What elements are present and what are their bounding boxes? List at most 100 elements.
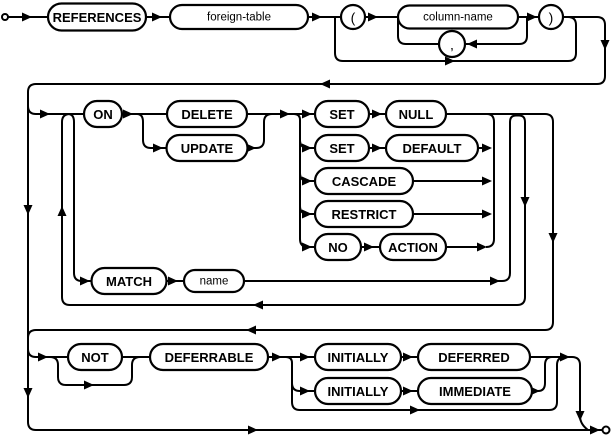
- connector-line: [485, 113, 495, 248]
- arrowhead-icon: [403, 352, 413, 362]
- connector-line: [70, 114, 526, 306]
- null-label: NULL: [399, 107, 434, 122]
- set-1-oval: [313, 99, 371, 129]
- name-oval: [182, 268, 246, 294]
- not-label: NOT: [81, 350, 109, 365]
- node-close-paren: ): [537, 3, 565, 31]
- match-label: MATCH: [106, 274, 152, 289]
- deferred-oval: [416, 342, 532, 372]
- arrowhead-icon: [490, 276, 500, 286]
- arrowhead-icon: [272, 352, 282, 362]
- node-set-1: SET: [313, 99, 371, 129]
- arrowhead-icon: [372, 143, 382, 153]
- references-oval: [46, 2, 148, 32]
- arrowhead-icon: [246, 325, 256, 335]
- null-oval: [384, 99, 448, 129]
- arrowhead-icon: [23, 388, 33, 398]
- node-not: NOT: [66, 342, 124, 372]
- arrowhead-icon: [467, 39, 477, 49]
- node-column-name: column-name: [396, 4, 520, 30]
- end-terminal-dot: [601, 425, 611, 435]
- open-paren-circle: [339, 3, 367, 31]
- connector-line: [285, 356, 566, 411]
- arrowhead-icon: [410, 405, 420, 415]
- arrowhead-icon: [302, 109, 312, 119]
- arrowhead-icon: [168, 276, 178, 286]
- cascade-oval: [313, 166, 415, 196]
- initially-1-label: INITIALLY: [328, 350, 389, 365]
- column-name-label: column-name: [423, 12, 493, 24]
- foreign-table-label: foreign-table: [207, 12, 271, 24]
- arrowhead-icon: [246, 143, 256, 153]
- default-oval: [384, 133, 480, 163]
- arrowhead-icon: [548, 233, 558, 243]
- cascade-label: CASCADE: [332, 174, 397, 189]
- restrict-label: RESTRICT: [332, 207, 397, 222]
- arrowhead-icon: [575, 411, 585, 421]
- arrowhead-icon: [253, 300, 263, 310]
- connector-line: [530, 356, 589, 431]
- deferrable-label: DEFERRABLE: [165, 350, 254, 365]
- close-paren-label: ): [549, 10, 554, 26]
- arrowhead-icon: [527, 12, 537, 22]
- node-delete: DELETE: [165, 99, 249, 129]
- arrowhead-icon: [23, 205, 33, 215]
- node-action: ACTION: [378, 232, 448, 262]
- connector-line: [49, 356, 141, 386]
- on-oval: [82, 99, 124, 129]
- arrowhead-icon: [372, 109, 382, 119]
- set-1-label: SET: [329, 107, 354, 122]
- arrowhead-icon: [153, 143, 163, 153]
- immediate-label: IMMEDIATE: [439, 384, 511, 399]
- arrowhead-icon: [320, 79, 330, 89]
- start-terminal-dot: [1, 13, 9, 21]
- update-oval: [165, 133, 249, 163]
- arrowhead-icon: [482, 176, 492, 186]
- node-comma: ,: [437, 29, 467, 59]
- arrowhead-icon: [40, 109, 50, 119]
- foreign-table-oval: [168, 3, 310, 31]
- node-match: MATCH: [90, 266, 168, 296]
- node-initially-1: INITIALLY: [313, 342, 403, 372]
- initially-1-oval: [313, 342, 403, 372]
- arrowhead-icon: [38, 352, 48, 362]
- node-references: REFERENCES: [46, 2, 148, 32]
- arrowhead-icon: [300, 352, 310, 362]
- node-null: NULL: [384, 99, 448, 129]
- initially-2-oval: [313, 376, 403, 406]
- node-start-terminal: [1, 13, 9, 21]
- connector-line: [67, 113, 92, 282]
- arrowhead-icon: [445, 56, 455, 66]
- arrowhead-icon: [368, 12, 378, 22]
- flow-arrowheads: [22, 12, 610, 435]
- node-immediate: IMMEDIATE: [416, 376, 534, 406]
- node-on: ON: [82, 99, 124, 129]
- default-label: DEFAULT: [403, 141, 462, 156]
- restrict-oval: [313, 199, 415, 229]
- delete-oval: [165, 99, 249, 129]
- node-set-2: SET: [313, 133, 371, 163]
- node-deferrable: DEFERRABLE: [148, 342, 270, 372]
- arrowhead-icon: [482, 209, 492, 219]
- close-paren-circle: [537, 3, 565, 31]
- arrowhead-icon: [302, 209, 312, 219]
- no-oval: [313, 232, 363, 262]
- arrowhead-icon: [312, 12, 322, 22]
- arrowhead-icon: [477, 242, 487, 252]
- arrowhead-icon: [248, 425, 258, 435]
- node-cascade: CASCADE: [313, 166, 415, 196]
- match-oval: [90, 266, 168, 296]
- connector-line: [334, 16, 577, 62]
- comma-circle: [437, 29, 467, 59]
- references-label: REFERENCES: [53, 10, 142, 25]
- node-foreign-table: foreign-table: [168, 3, 310, 31]
- initially-2-label: INITIALLY: [328, 384, 389, 399]
- node-default: DEFAULT: [384, 133, 480, 163]
- connector-line: [397, 17, 528, 45]
- arrowhead-icon: [302, 242, 312, 252]
- arrowhead-icon: [123, 109, 133, 119]
- arrowhead-icon: [300, 386, 310, 396]
- arrowhead-icon: [482, 143, 492, 153]
- node-name: name: [182, 268, 246, 294]
